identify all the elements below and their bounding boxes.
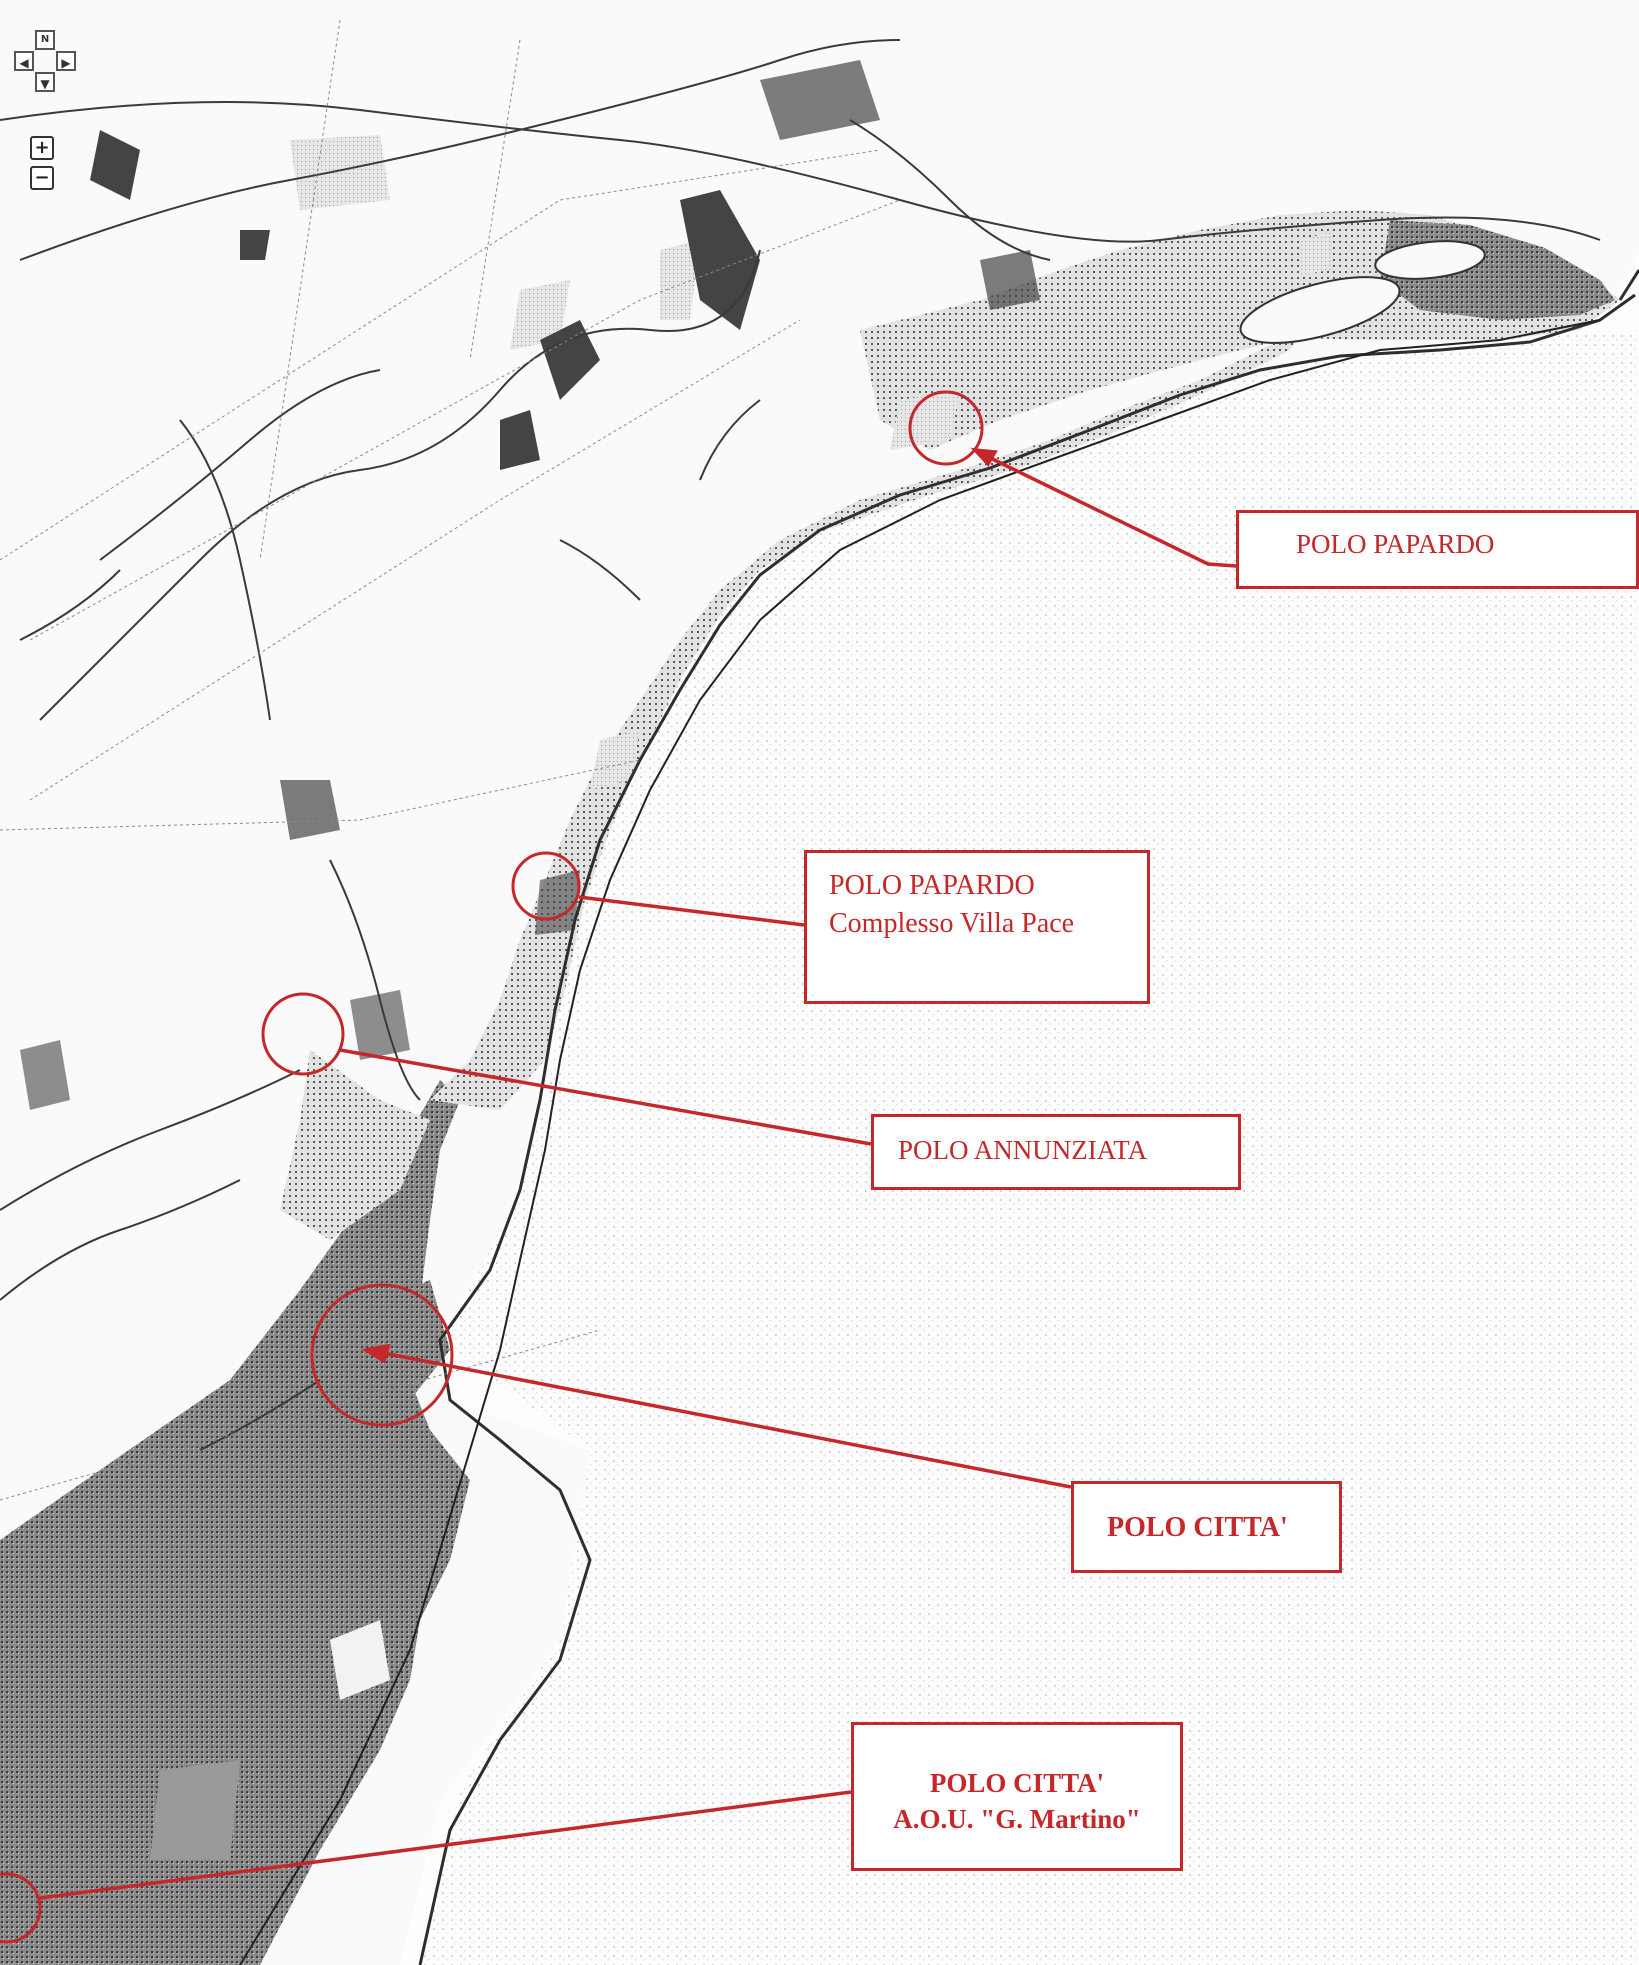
callout-arrowhead-papardo [970, 447, 998, 467]
callout-line-papardo [977, 450, 1237, 568]
callout-line-villa [578, 895, 805, 927]
pan-north-button[interactable]: N [35, 30, 55, 50]
label-villa-pace: POLO PAPARDO Complesso Villa Pace [804, 850, 1150, 1004]
label-line: POLO CITTA' [929, 1768, 1105, 1798]
coastal-urban-strip [430, 210, 1620, 1110]
label-polo-papardo: POLO PAPARDO [1236, 510, 1639, 589]
label-line: POLO CITTA' [1107, 1512, 1288, 1543]
pan-west-button[interactable]: ◀ [14, 51, 34, 71]
circle-villa-pace [511, 851, 581, 921]
callout-line-martino [39, 1790, 852, 1900]
pan-east-button[interactable]: ▶ [56, 51, 76, 71]
circle-polo-papardo [908, 390, 984, 466]
circle-martino [0, 1872, 42, 1944]
label-line: POLO PAPARDO [829, 870, 1035, 901]
callout-line-annunziata [339, 1048, 872, 1146]
zoom-in-button[interactable]: + [30, 136, 54, 160]
pan-south-button[interactable]: ▼ [35, 72, 55, 92]
label-line: A.O.U. "G. Martino" [893, 1804, 1141, 1834]
circle-citta [310, 1283, 454, 1427]
tracks [0, 19, 901, 1501]
callout-arrowhead-citta [361, 1343, 391, 1364]
urban-city [0, 1050, 470, 1965]
label-polo-annunziata: POLO ANNUNZIATA [871, 1114, 1241, 1190]
callout-line-citta [367, 1348, 1072, 1489]
roads [0, 39, 1601, 1451]
scattered-buildings [20, 60, 1040, 1110]
circle-annunziata [261, 992, 345, 1076]
pan-control: N ◀ ▶ ▼ [14, 30, 76, 92]
label-line: POLO PAPARDO [1296, 529, 1495, 559]
railway [239, 319, 1601, 1965]
label-polo-citta: POLO CITTA' [1071, 1481, 1342, 1573]
label-line: POLO ANNUNZIATA [898, 1135, 1148, 1165]
zoom-out-button[interactable]: − [30, 166, 54, 190]
coastline [418, 269, 1639, 1965]
callout-lines [39, 447, 1237, 1900]
label-aou-martino: POLO CITTA' A.O.U. "G. Martino" [851, 1722, 1183, 1871]
annotation-circles [0, 390, 984, 1944]
label-line: Complesso Villa Pace [829, 908, 1075, 939]
scattered-fields [290, 135, 1330, 790]
